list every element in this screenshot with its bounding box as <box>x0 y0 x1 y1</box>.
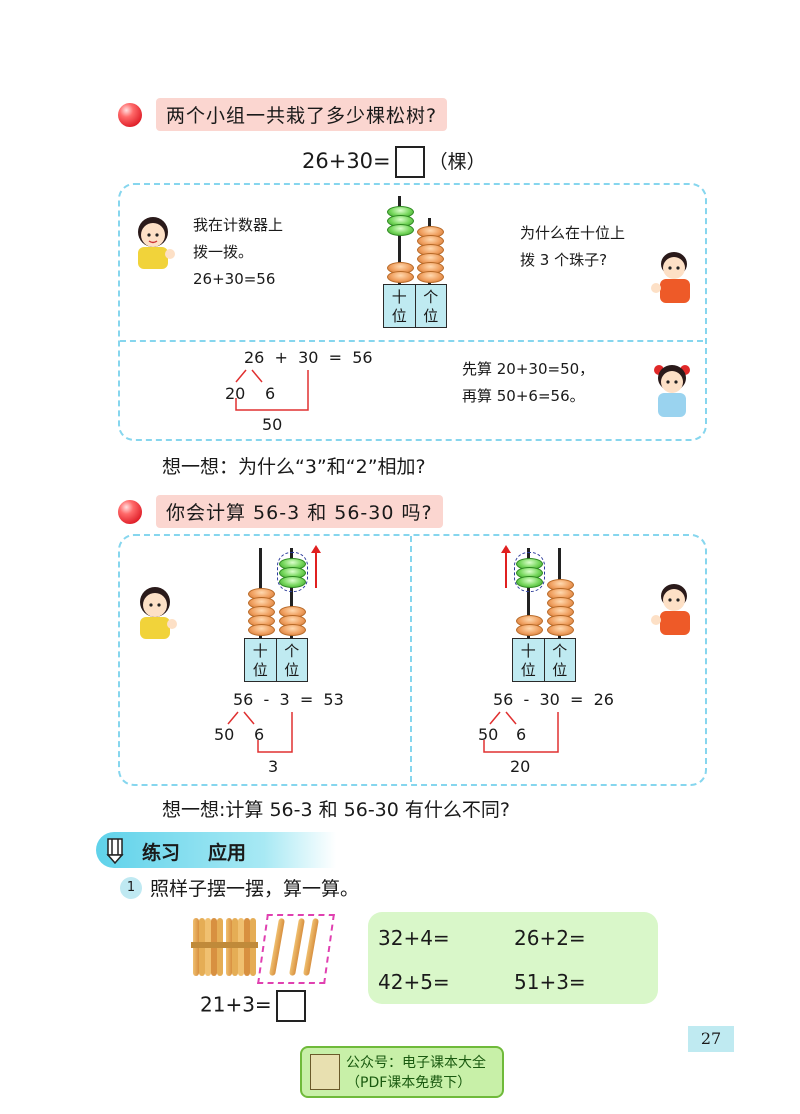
tens-label: 十 位 <box>245 639 277 681</box>
question-title-2: 你会计算 56-3 和 56-30 吗? <box>156 495 443 528</box>
think-prompt-2: 想一想:计算 56-3 和 56-30 有什么不同? <box>162 799 510 821</box>
bundle-tie <box>224 942 258 948</box>
ones-label: 个 位 <box>552 642 568 679</box>
panel-1-divider <box>120 340 703 342</box>
split-lines-left <box>227 711 293 753</box>
red-ball-icon <box>118 500 142 524</box>
left-split-a: 50 <box>214 725 235 744</box>
exercise-item: 26+2= <box>514 926 586 950</box>
watermark-stamp: 公众号：电子课本大全 （PDF课本免费下） <box>300 1046 504 1098</box>
right-subtraction-equation: 56 - 30 = 26 <box>493 690 614 709</box>
girl-speech-1: 我在计数器上 拨一拨。 26+30=56 <box>193 216 284 288</box>
orange-bead <box>248 624 275 636</box>
bundle-tie <box>191 942 225 948</box>
orange-bead <box>417 271 444 283</box>
green-bead <box>279 576 306 588</box>
answer-box[interactable] <box>394 146 425 178</box>
partial-sum: 50 <box>262 415 283 434</box>
split-part-b: 6 <box>265 384 276 403</box>
ones-label: 个 位 <box>284 642 300 679</box>
place-value-box: 十 位 个 位 <box>244 638 308 682</box>
tens-label: 十 位 <box>513 639 545 681</box>
boy-icon <box>651 252 690 303</box>
formula-1: 26+30= （棵） <box>302 146 486 178</box>
right-subtrahend: 20 <box>510 757 531 776</box>
panel-2-divider <box>410 536 412 782</box>
up-arrow-icon <box>501 545 511 588</box>
stamp-line-2: （PDF课本免费下） <box>346 1075 472 1091</box>
left-subtraction-equation: 56 - 3 = 53 <box>233 690 344 709</box>
example-answer-box[interactable] <box>275 990 306 1022</box>
panel-1 <box>118 183 707 441</box>
girl-icon <box>140 587 177 639</box>
orange-bead <box>547 624 574 636</box>
abacus-rod-ones <box>290 548 293 640</box>
formula-1-unit: （棵） <box>428 151 486 173</box>
girl-icon <box>654 365 690 417</box>
item-number-badge: 1 <box>120 877 142 899</box>
place-value-box: 十 位 个 位 <box>383 284 447 328</box>
green-bead <box>516 576 543 588</box>
girl-note: 先算 20+30=50， 再算 50+6=56。 <box>462 360 595 405</box>
formula-1-left: 26+30= <box>302 149 391 173</box>
split-part-a: 20 <box>225 384 246 403</box>
pencil-icon <box>106 838 124 864</box>
split-lines-1 <box>235 369 309 411</box>
question-title-1: 两个小组一共栽了多少棵松树? <box>156 98 448 131</box>
left-split-b: 6 <box>254 725 265 744</box>
exercise-item: 51+3= <box>514 970 586 994</box>
example-formula: 21+3= <box>200 990 310 1022</box>
book-icon <box>310 1054 340 1090</box>
up-arrow-icon <box>311 545 321 588</box>
abacus-rod-tens <box>527 548 530 640</box>
exercise-panel: 32+4= 26+2= 42+5= 51+3= <box>368 912 658 1004</box>
think-prompt-1: 想一想：为什么“3”和“2”相加? <box>162 456 426 478</box>
page-number: 27 <box>688 1026 734 1052</box>
example-formula-text: 21+3= <box>200 992 272 1017</box>
removed-beads-ring <box>514 552 545 592</box>
red-ball-icon <box>118 103 142 127</box>
boy-speech-1: 为什么在十位上 拨 3 个珠子? <box>520 224 626 269</box>
practice-tag: 练习 <box>142 842 181 864</box>
practice-header <box>96 832 336 868</box>
ones-label: 个 位 <box>423 288 439 325</box>
orange-bead <box>279 624 306 636</box>
stamp-line-1: 公众号：电子课本大全 <box>346 1055 486 1071</box>
exercise-item: 32+4= <box>378 926 450 950</box>
breakdown-equation: 26 + 30 = 56 <box>244 348 373 367</box>
tens-label: 十 位 <box>384 285 416 327</box>
practice-instruction: 照样子摆一摆，算一算。 <box>150 878 360 900</box>
exercise-item: 42+5= <box>378 970 450 994</box>
girl-icon <box>138 217 175 269</box>
boy-icon <box>651 584 690 635</box>
abacus-rod-tens <box>398 196 401 286</box>
green-bead <box>387 224 414 236</box>
orange-bead <box>516 624 543 636</box>
right-split-a: 50 <box>478 725 499 744</box>
place-value-box: 十 位 个 位 <box>512 638 576 682</box>
application-tag: 应用 <box>208 842 247 864</box>
left-subtrahend: 3 <box>268 757 279 776</box>
split-lines-right <box>483 711 559 753</box>
orange-bead <box>387 271 414 283</box>
right-split-b: 6 <box>516 725 527 744</box>
removed-beads-ring <box>277 552 308 592</box>
panel-2 <box>118 534 707 786</box>
